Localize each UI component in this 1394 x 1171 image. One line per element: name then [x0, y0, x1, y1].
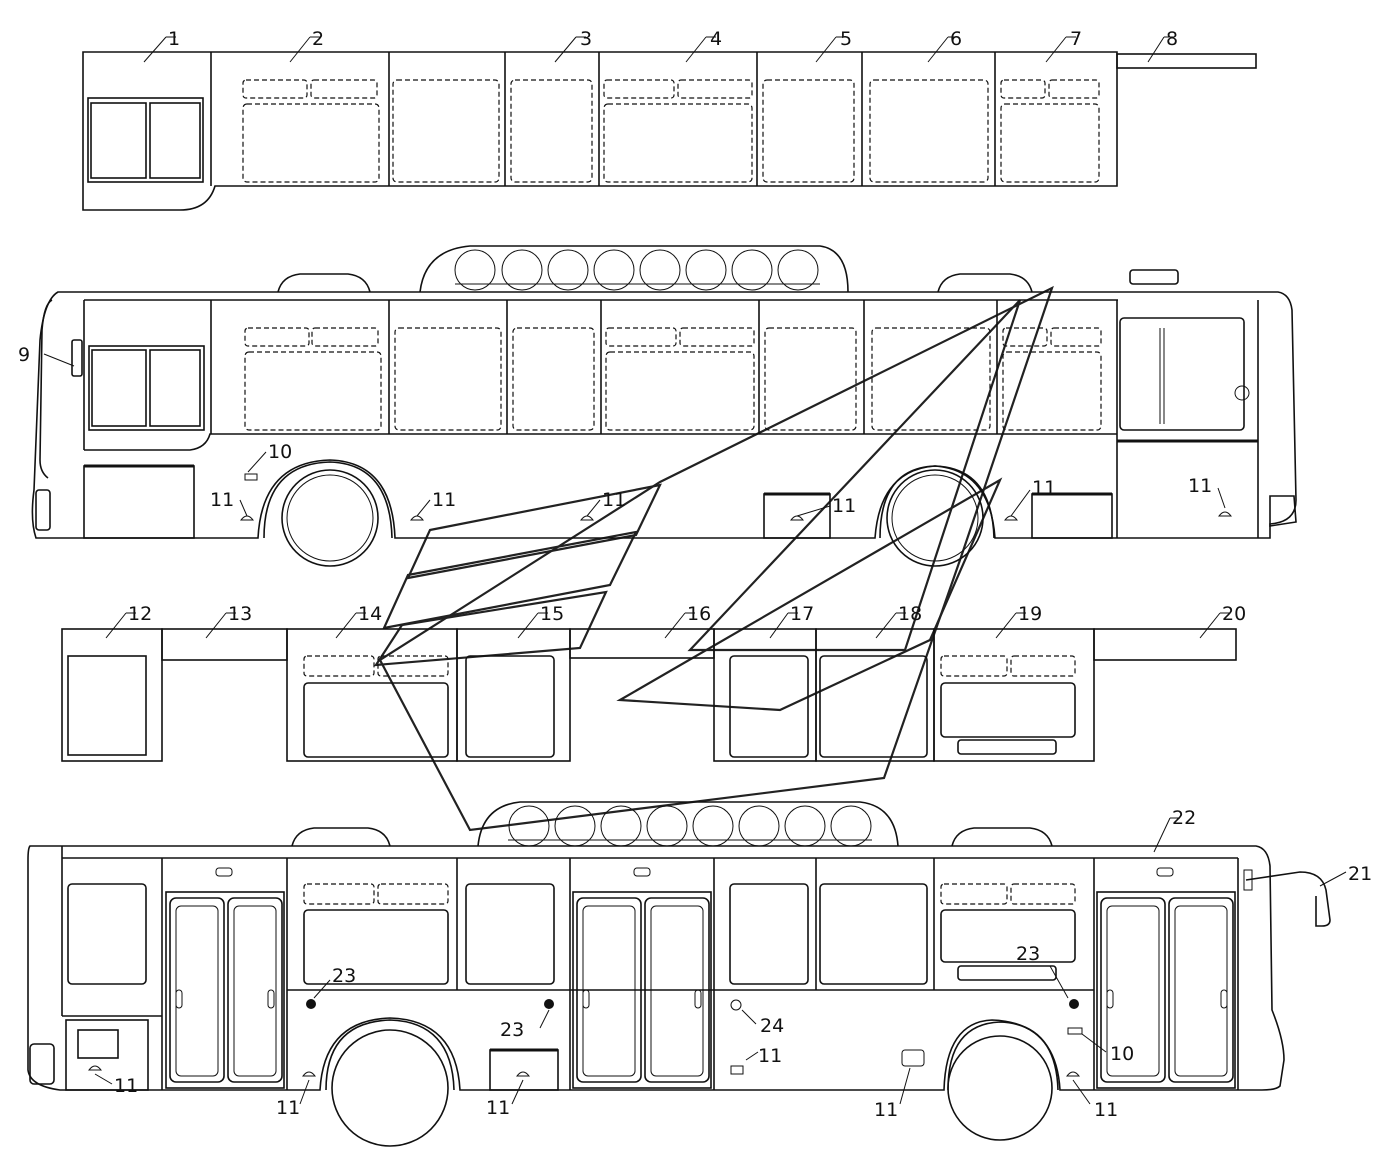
callout-11-c: 11: [602, 489, 626, 511]
bus-right-side-view: [31, 245, 1297, 567]
rear-door: [1096, 891, 1236, 1089]
callout-13: 13: [228, 603, 252, 625]
callout-11-a: 11: [210, 489, 234, 511]
callout-8: 8: [1166, 28, 1178, 50]
leader-lines: [43, 36, 1347, 1105]
callout-11-e: 11: [1032, 477, 1056, 499]
middle-door: [572, 891, 712, 1089]
callout-11-d: 11: [832, 495, 856, 517]
callout-11-j: 11: [758, 1045, 782, 1067]
callout-11-g: 11: [114, 1075, 138, 1097]
callout-16: 16: [687, 603, 711, 625]
watermark-logo: [373, 285, 1054, 832]
bus-left-side-view: [27, 801, 1331, 1147]
callout-9: 9: [18, 344, 30, 366]
callout-numbers: 1 2 3 4 5 6 7 8 9 10 11 11 11 11 11 11 1…: [18, 28, 1372, 1121]
callout-19: 19: [1018, 603, 1042, 625]
roof-gas-tank-row-upper: [454, 249, 820, 291]
callout-23-c: 23: [1016, 943, 1040, 965]
callout-4: 4: [710, 28, 722, 50]
callout-2: 2: [312, 28, 324, 50]
callout-1: 1: [168, 28, 180, 50]
callout-10-lower: 10: [1110, 1043, 1134, 1065]
callout-3: 3: [580, 28, 592, 50]
callout-17: 17: [790, 603, 814, 625]
callout-11-k: 11: [874, 1099, 898, 1121]
callout-18: 18: [898, 603, 922, 625]
callout-15: 15: [540, 603, 564, 625]
callout-7: 7: [1070, 28, 1082, 50]
callout-6: 6: [950, 28, 962, 50]
callout-11-i: 11: [486, 1097, 510, 1119]
lower-panel-strip: [61, 628, 1237, 762]
callout-11-f: 11: [1188, 475, 1212, 497]
callout-21: 21: [1348, 863, 1372, 885]
roof-gas-tank-row-lower: [508, 805, 872, 847]
callout-24: 24: [760, 1015, 784, 1037]
callout-12: 12: [128, 603, 152, 625]
callout-5: 5: [840, 28, 852, 50]
callout-11-l: 11: [1094, 1099, 1118, 1121]
callout-14: 14: [358, 603, 382, 625]
callout-20: 20: [1222, 603, 1246, 625]
callout-11-h: 11: [276, 1097, 300, 1119]
callout-22: 22: [1172, 807, 1196, 829]
callout-10-upper: 10: [268, 441, 292, 463]
upper-panel-strip: [82, 51, 1257, 211]
callout-23-a: 23: [332, 965, 356, 987]
callout-23-b: 23: [500, 1019, 524, 1041]
front-door: [165, 891, 285, 1089]
callout-11-b: 11: [432, 489, 456, 511]
